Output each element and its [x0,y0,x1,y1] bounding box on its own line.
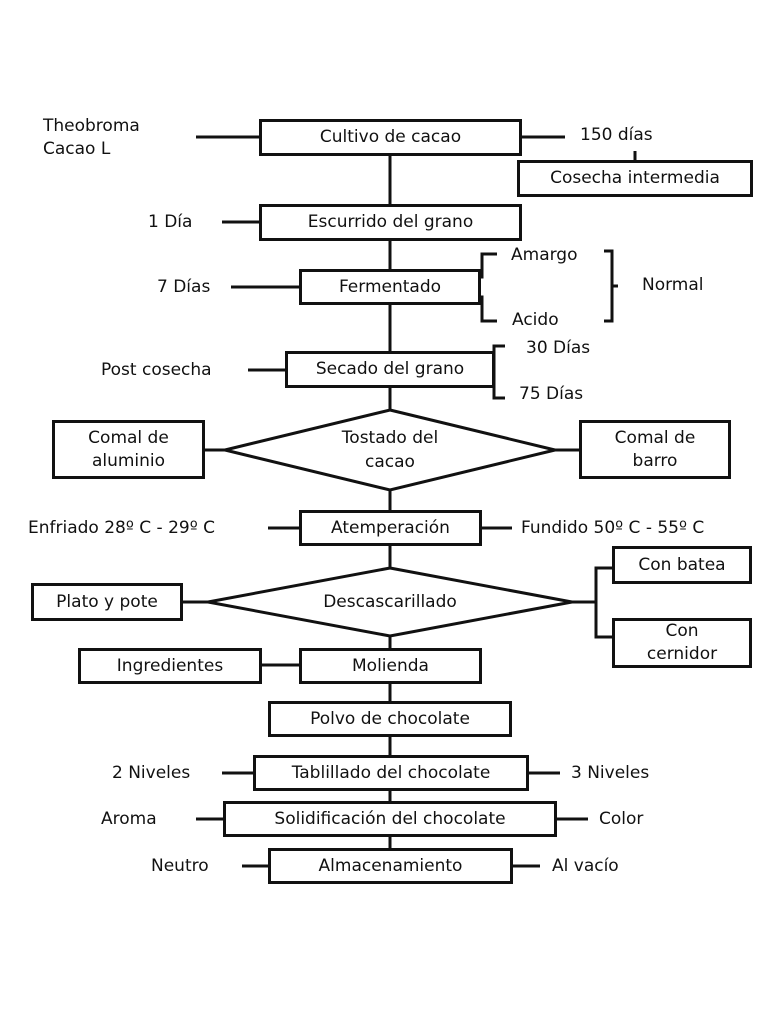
label-3-niveles: 3 Niveles [571,763,650,783]
branch-batea-cernidor [594,566,613,639]
node-fermentado: Fermentado [299,269,481,305]
node-tablillado: Tablillado del chocolate [253,755,529,791]
node-comal-barro: Comal de barro [579,420,731,479]
node-con-batea: Con batea [612,546,752,584]
node-con-cernidor: Con cernidor [612,618,752,668]
label-75-dias: 75 Días [519,384,584,404]
label-theobroma-line1: Theobroma [43,116,140,136]
node-polvo-chocolate: Polvo de chocolate [268,701,512,737]
comal-barro-line2: barro [632,450,678,471]
label-amargo: Amargo [511,245,578,265]
node-escurrido: Escurrido del grano [259,204,522,241]
label-1-dia: 1 Día [148,212,193,232]
comal-aluminio-line1: Comal de [88,427,169,448]
node-secado: Secado del grano [285,351,495,388]
node-comal-aluminio: Comal de aluminio [52,420,205,479]
node-cultivo: Cultivo de cacao [259,119,522,156]
comal-aluminio-line2: aluminio [91,450,166,471]
label-2-niveles: 2 Niveles [112,763,191,783]
diamond-descascarillado [207,566,573,638]
label-aroma: Aroma [101,809,157,829]
label-fundido: Fundido 50º C - 55º C [521,518,705,538]
diamond-tostado-label-line1: Tostado del [341,428,439,448]
label-post-cosecha: Post cosecha [101,360,212,380]
label-color: Color [599,809,644,829]
node-almacenamiento: Almacenamiento [268,848,513,884]
label-neutro: Neutro [151,856,209,876]
diamond-tostado-label-line2: cacao [365,452,415,472]
label-normal: Normal [642,275,704,295]
diamond-tostado [224,408,556,492]
con-cernidor-line1: Con [665,621,699,641]
node-solidificacion: Solidificación del chocolate [223,801,557,837]
label-150-dias: 150 días [580,125,653,145]
label-30-dias: 30 Días [526,338,591,358]
label-al-vacio: Al vacío [552,856,619,876]
label-theobroma-line2: Cacao L [43,139,111,159]
bracket-fermentado [480,252,497,279]
node-plato-pote: Plato y pote [31,583,183,621]
node-cosecha-intermedia: Cosecha intermedia [517,160,753,197]
node-molienda: Molienda [299,648,482,684]
comal-barro-line1: Comal de [614,427,696,448]
label-enfriado: Enfriado 28º C - 29º C [28,518,215,538]
diamond-descascarillado-label: Descascarillado [323,592,457,612]
bracket-secado-b [492,352,505,400]
bracket-secado [492,344,505,352]
node-ingredientes: Ingredientes [78,648,262,684]
label-acido: Acido [512,310,559,330]
bracket-normal [604,249,614,323]
con-cernidor-line2: cernidor [646,644,718,664]
node-atemperacion: Atemperación [299,510,482,546]
bracket-fermentado-bottom [480,295,497,323]
label-7-dias: 7 Días [157,277,211,297]
